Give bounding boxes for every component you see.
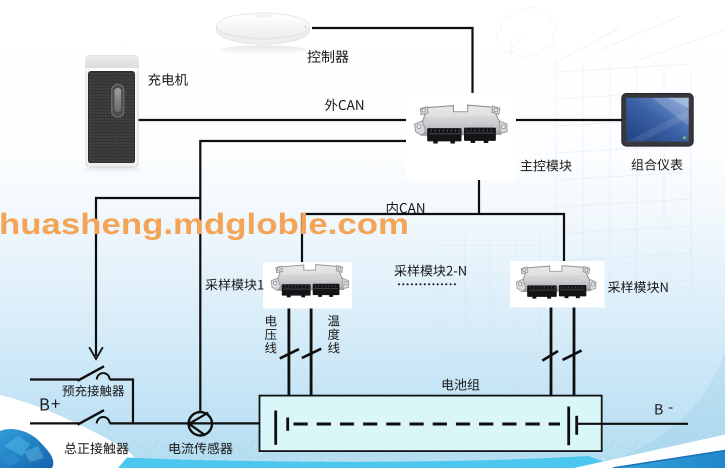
svg-text:huasheng.mdgloble.com: huasheng.mdgloble.com [0,208,409,241]
